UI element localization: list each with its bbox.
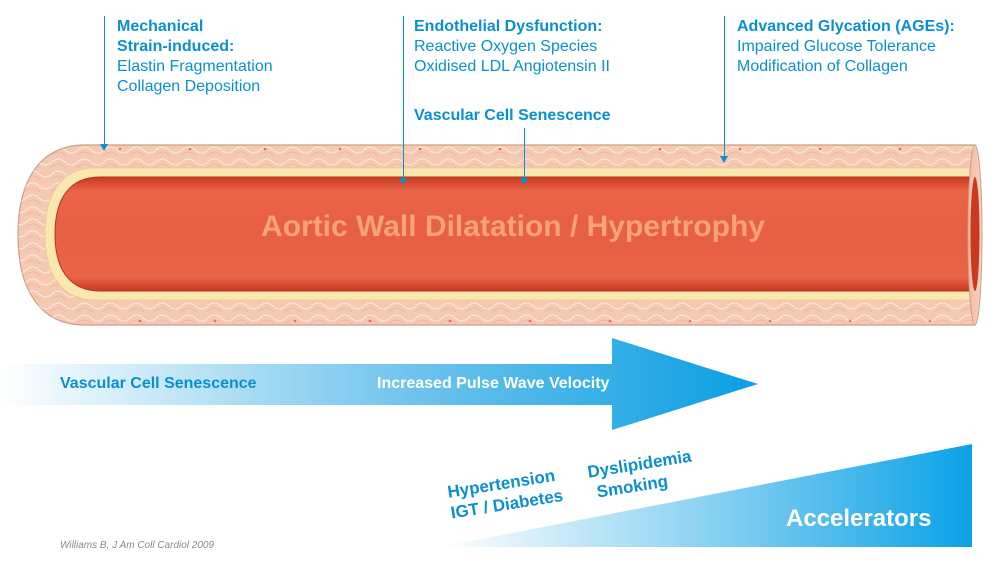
endothelial-label: Endothelial Dysfunction: Reactive Oxygen…: [414, 17, 610, 77]
citation: Williams B, J Am Coll Cardiol 2009: [60, 540, 215, 551]
mechanical-label: Mechanical Strain-induced: Elastin Fragm…: [117, 17, 273, 97]
mechanical-title-line1: Mechanical: [117, 18, 204, 35]
senescence-top-label: Vascular Cell Senescence: [414, 106, 611, 126]
arrow-left-text: Vascular Cell Senescence: [60, 375, 257, 392]
adventitia-dots: [118, 147, 932, 323]
glycation-label: Advanced Glycation (AGEs): Impaired Gluc…: [737, 17, 955, 77]
glycation-item-glucose: Impaired Glucose Tolerance: [737, 38, 936, 55]
senescence-pointer: [520, 128, 528, 185]
mechanical-item-collagen: Collagen Deposition: [117, 78, 261, 95]
aorta-lumen: [54, 176, 976, 292]
endothelial-item-ldl: Oxidised LDL Angiotensin II: [414, 58, 610, 75]
endothelial-title: Endothelial Dysfunction:: [414, 18, 603, 35]
mechanical-title-line2: Strain-induced:: [117, 38, 235, 55]
glycation-item-collagen: Modification of Collagen: [737, 58, 908, 75]
glycation-pointer: [720, 16, 728, 163]
progression-arrow: [0, 338, 758, 430]
arrow-right-text: Increased Pulse Wave Velocity: [377, 375, 610, 392]
aorta-title: Aortic Wall Dilatation / Hypertrophy: [261, 210, 765, 243]
accelerators-label: Accelerators: [786, 505, 932, 532]
mechanical-item-elastin: Elastin Fragmentation: [117, 58, 273, 75]
mechanical-pointer: [100, 16, 108, 151]
endothelial-item-ros: Reactive Oxygen Species: [414, 38, 598, 55]
glycation-title: Advanced Glycation (AGEs):: [737, 18, 955, 35]
accelerators-wedge: [440, 444, 972, 547]
aorta-opening-lumen: [970, 177, 980, 291]
endothelial-pointer: [399, 16, 407, 185]
senescence-top-title: Vascular Cell Senescence: [414, 107, 611, 124]
